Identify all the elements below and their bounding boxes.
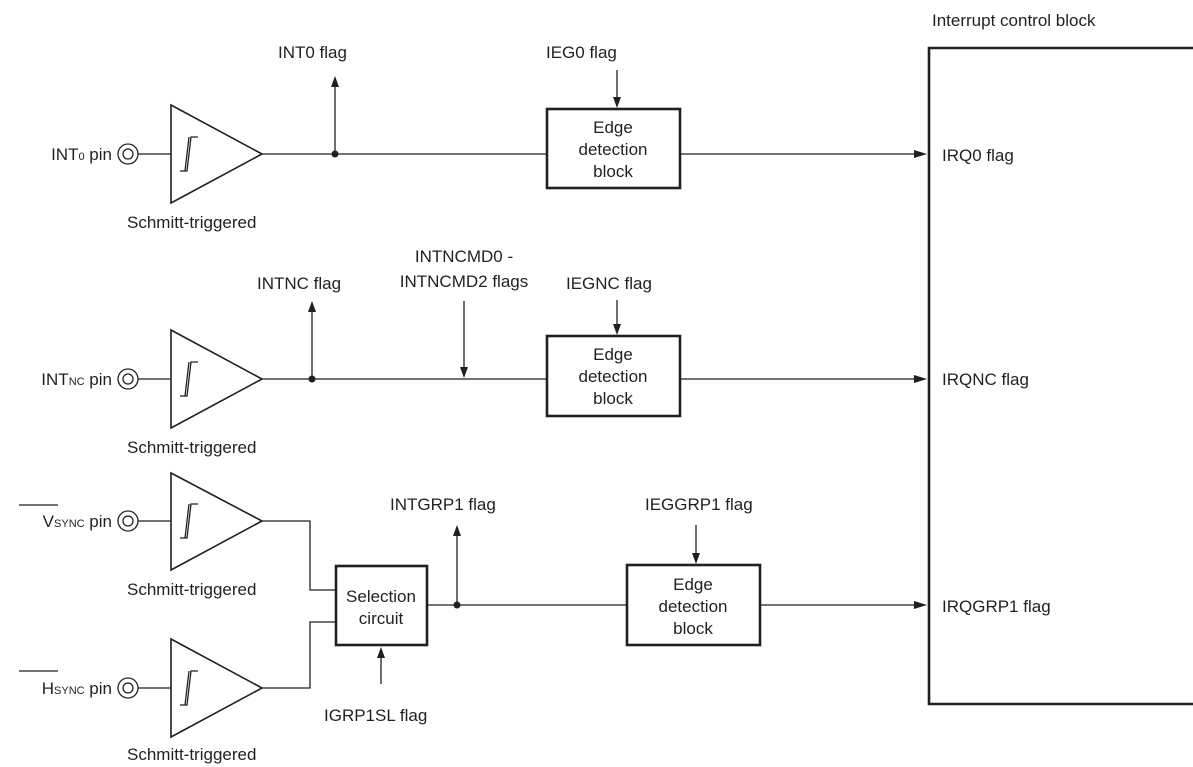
selection-circuit: Selection circuit xyxy=(334,564,429,647)
ieg0-flag-label: IEG0 flag xyxy=(546,43,617,62)
channel-intnc: INTNC pin Schmitt-triggered INTNC flag I… xyxy=(41,247,927,457)
irqnc-flag-label: IRQNC flag xyxy=(942,370,1029,389)
grp1-edge-line2: detection xyxy=(659,597,728,616)
int0-edge-line2: detection xyxy=(579,140,648,159)
vsync-schmitt-label: Schmitt-triggered xyxy=(127,580,256,599)
int0-flag-label: INT0 flag xyxy=(278,43,347,62)
hsync-pin-terminal xyxy=(117,677,139,699)
irqgrp1-flag-label: IRQGRP1 flag xyxy=(942,597,1051,616)
int0-edge-detection-block: Edge detection block xyxy=(545,107,682,190)
intnc-edge-line2: detection xyxy=(579,367,648,386)
intnc-edge-detection-block: Edge detection block xyxy=(545,334,682,418)
selection-line2: circuit xyxy=(359,609,404,628)
int0-schmitt-label: Schmitt-triggered xyxy=(127,213,256,232)
int0-schmitt-trigger xyxy=(170,103,264,205)
int0-edge-line1: Edge xyxy=(593,118,633,137)
int0-pin-terminal xyxy=(117,143,139,165)
interrupt-control-block-title: Interrupt control block xyxy=(932,11,1096,30)
intnc-flag-label: INTNC flag xyxy=(257,274,341,293)
hsync-pin-label: HSYNC pin xyxy=(42,679,112,698)
iegnc-flag-label: IEGNC flag xyxy=(566,274,652,293)
ieggrp1-flag-label: IEGGRP1 flag xyxy=(645,495,753,514)
int0-edge-line3: block xyxy=(593,162,633,181)
vsync-pin-label: VSYNC pin xyxy=(43,512,112,531)
channel-grp1: VSYNC pin Schmitt-triggered HSYNC pin Sc… xyxy=(19,471,927,764)
intncmd-flags-line1: INTNCMD0 - xyxy=(415,247,513,266)
intnc-edge-line3: block xyxy=(593,389,633,408)
vsync-pin-terminal xyxy=(117,510,139,532)
int0-pin-label: INT0 pin xyxy=(51,145,112,164)
interrupt-control-block: Interrupt control block IRQ0 flag IRQNC … xyxy=(927,11,1193,706)
vsync-schmitt-trigger xyxy=(170,471,264,572)
grp1-edge-line1: Edge xyxy=(673,575,713,594)
intnc-pin-label: INTNC pin xyxy=(41,370,112,389)
intnc-schmitt-trigger xyxy=(170,328,264,430)
grp1-edge-line3: block xyxy=(673,619,713,638)
channel-int0: INT0 pin Schmitt-triggered INT0 flag IEG… xyxy=(51,43,927,232)
intnc-edge-line1: Edge xyxy=(593,345,633,364)
hsync-schmitt-trigger xyxy=(170,637,264,739)
intnc-schmitt-label: Schmitt-triggered xyxy=(127,438,256,457)
intnc-pin-terminal xyxy=(117,368,139,390)
intgrp1-flag-label: INTGRP1 flag xyxy=(390,495,496,514)
igrp1sl-flag-label: IGRP1SL flag xyxy=(324,706,427,725)
hsync-schmitt-label: Schmitt-triggered xyxy=(127,745,256,764)
grp1-edge-detection-block: Edge detection block xyxy=(625,563,762,647)
selection-line1: Selection xyxy=(346,587,416,606)
intncmd-flags-line2: INTNCMD2 flags xyxy=(400,272,528,291)
irq0-flag-label: IRQ0 flag xyxy=(942,146,1014,165)
